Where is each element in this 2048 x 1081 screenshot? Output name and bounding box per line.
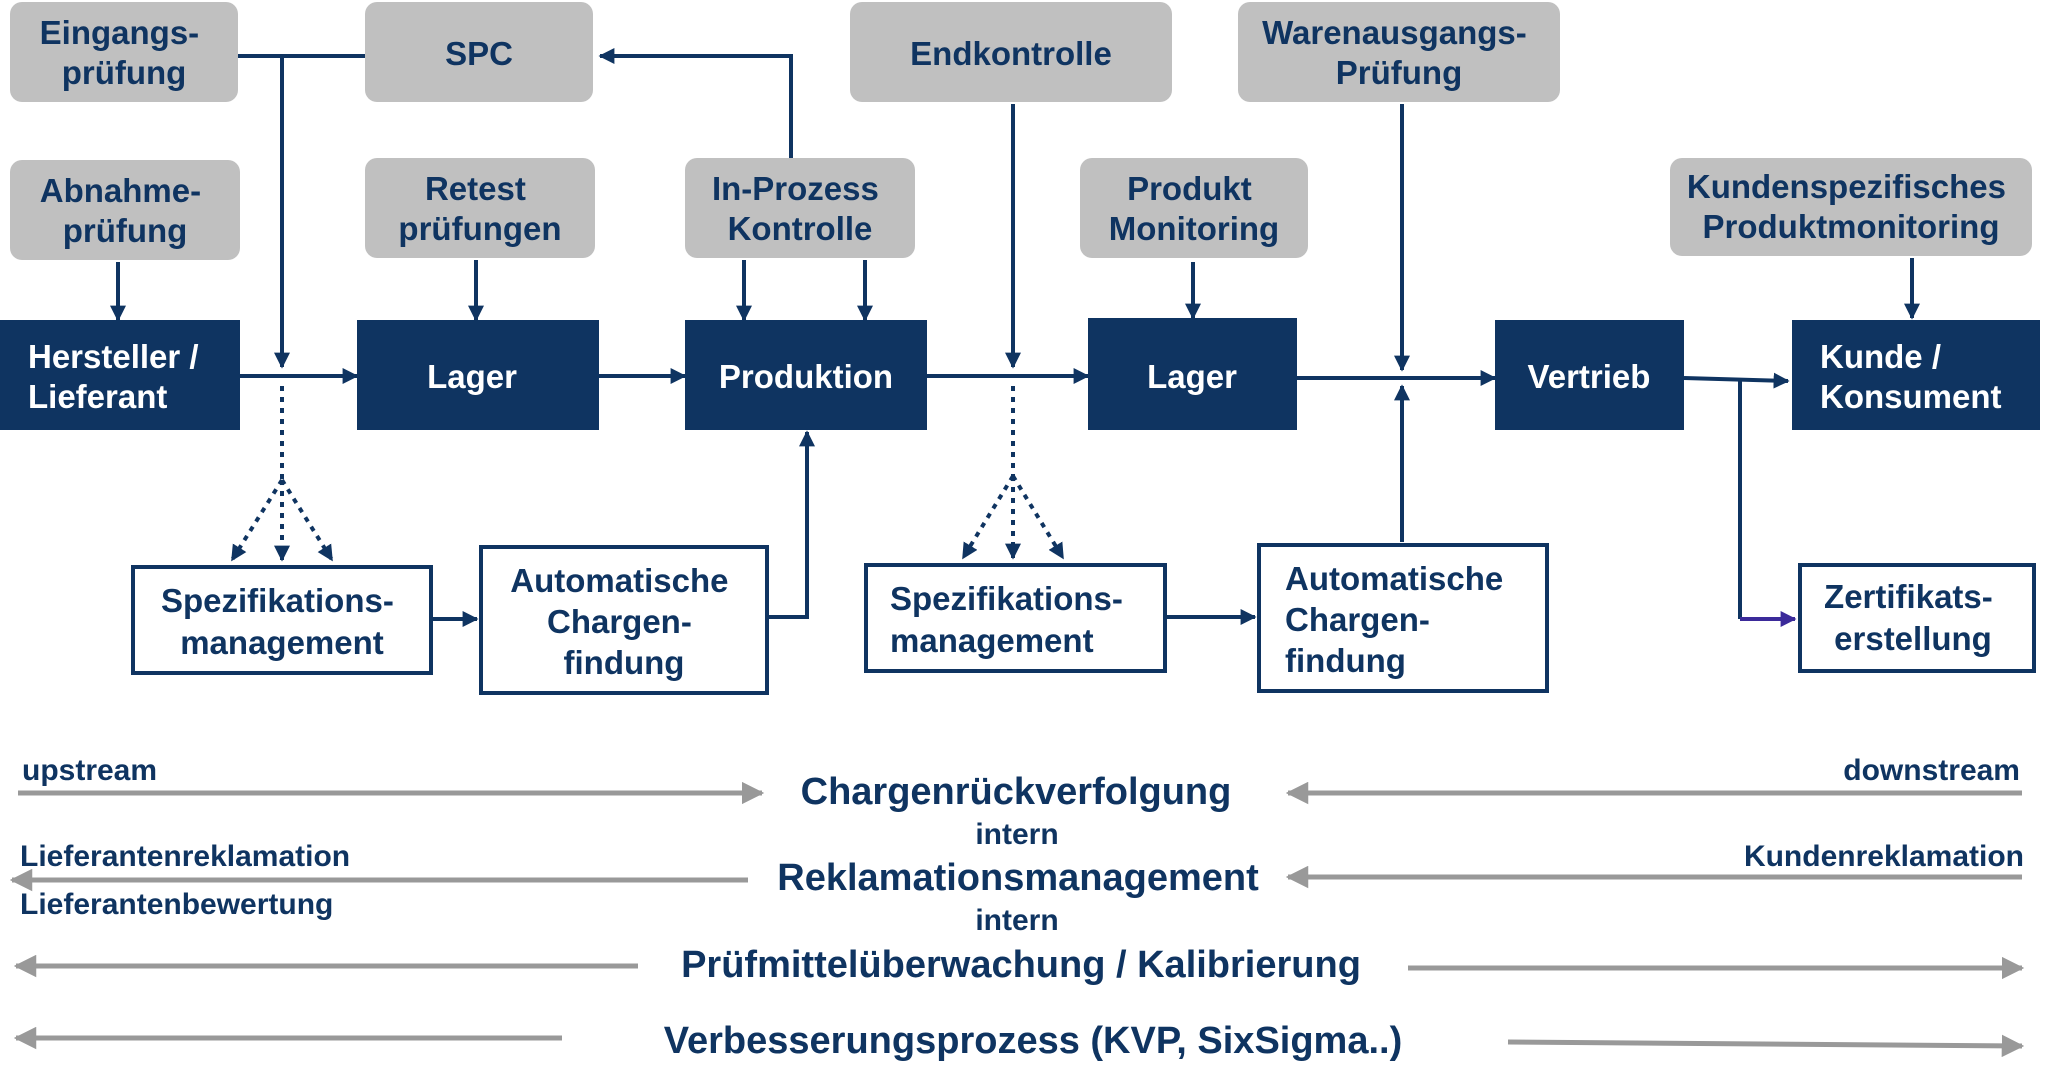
warenausgangspruefung-box [1238,2,1560,102]
vertrieb-label: Vertrieb [1528,358,1651,395]
spezifikationsmanagement-2-label: Spezifikations- management [890,580,1132,659]
downstream-label: downstream [1843,754,2020,787]
process-chain: Hersteller / Lieferant Lager Produktion … [0,318,2040,430]
produktion-box [685,320,927,430]
verbesserungsprozess-label: Verbesserungsprozess (KVP, SixSigma..) [664,1020,1403,1062]
hersteller-box [0,320,240,430]
arrow-vertrieb-kunde [1683,372,1790,389]
bottom-arrows [9,781,2025,1058]
arrow-inprozess-spc [598,48,793,160]
kundenreklamation-label: Kundenreklamation [1744,840,2024,873]
arrow-charg1-produktion [767,430,815,619]
pruefmittelueberwachung-label: Prüfmittelüberwachung / Kalibrierung [681,944,1361,986]
endkontrolle-box [850,2,1172,102]
kundenspezifisches-produktmonitoring-label: Kundenspezifisches Produktmonitoring [1687,168,2015,245]
in-prozess-kontrolle-box [685,158,915,258]
lieferantenreklamation-label: Lieferantenreklamation [20,840,350,873]
warenausgangspruefung-label: Warenausgangs- Prüfung [1262,14,1536,91]
abnahmepruefung-label: Abnahme- prüfung [40,172,211,249]
spezifikationsmanagement-2-box [864,563,1167,673]
spezifikationsmanagement-1-box [131,565,433,675]
dotted-fan-2a [961,474,1015,560]
quality-boxes: Eingangs- prüfung SPC Endkontrolle Waren… [10,2,2032,260]
produktion-label: Produktion [719,358,893,395]
bottom-labels: upstream downstream Chargenrückverfolgun… [20,754,2024,1062]
intern-2-label: intern [975,904,1058,937]
produkt-monitoring-label: Produkt Monitoring [1109,170,1279,247]
endkontrolle-label: Endkontrolle [910,35,1112,72]
eingangspruefung-label: Eingangs- prüfung [40,14,209,91]
support-boxes: Spezifikations- management Automatische … [131,543,2036,695]
verbesserung-right-arrow [1507,1034,2025,1058]
chargenfindung-2-label: Automatische Chargen- findung [1285,560,1512,679]
hersteller-label: Hersteller / Lieferant [28,338,208,415]
reklamationsmanagement-label: Reklamationsmanagement [777,857,1259,899]
retestpruefungen-label: Retest prüfungen [398,170,561,247]
lager-2-label: Lager [1147,358,1237,395]
chargenfindung-1-box [479,545,769,695]
kundenspezifisches-produktmonitoring-box [1670,158,2032,256]
lager-1-label: Lager [427,358,517,395]
spc-box [365,2,593,102]
spc-label: SPC [445,35,513,72]
vertrieb-box [1495,320,1684,430]
lager-2-box [1088,318,1297,430]
chargenrueckverfolgung-label: Chargenrückverfolgung [801,771,1232,813]
kunde-box [1792,320,2040,430]
abnahmepruefung-box [10,160,240,260]
dotted-fan-1c [280,478,334,562]
connectors [110,48,1920,627]
dotted-fan-2c [1011,474,1065,560]
in-prozess-kontrolle-label: In-Prozess Kontrolle [712,170,888,247]
kunde-label: Kunde / Konsument [1820,338,2002,415]
lager-1-box [357,320,599,430]
eingangspruefung-box [10,2,238,102]
dotted-fan-1a [230,478,284,562]
zertifikatserstellung-label: Zertifikats- erstellung [1824,578,2002,657]
produkt-monitoring-box [1080,158,1308,258]
lieferantenbewertung-label: Lieferantenbewertung [20,888,333,921]
chargenfindung-2-box [1257,543,1549,693]
chargenfindung-1-label: Automatische Chargen- findung [510,562,737,681]
intern-1-label: intern [975,818,1058,851]
spezifikationsmanagement-1-label: Spezifikations- management [161,582,403,661]
upstream-label: upstream [22,754,157,787]
retestpruefungen-box [365,158,595,258]
zertifikatserstellung-box [1798,563,2036,673]
